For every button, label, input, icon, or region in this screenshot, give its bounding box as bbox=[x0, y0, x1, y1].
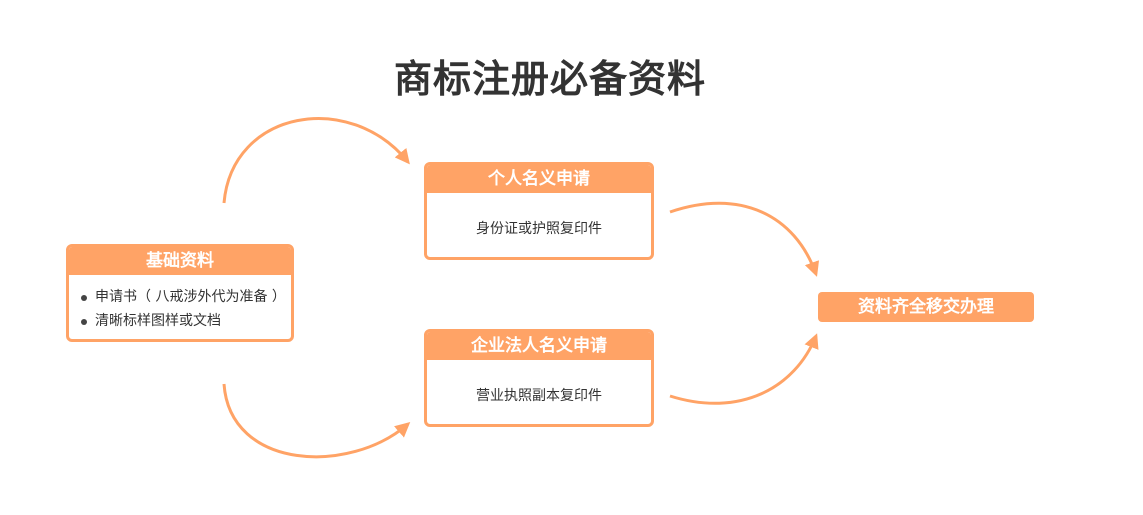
arrow-basic-to-corporate bbox=[222, 383, 411, 459]
final-handover-box: 资料齐全移交办理 bbox=[818, 292, 1034, 322]
personal-application-header: 个人名义申请 bbox=[427, 165, 651, 193]
corporate-application-header: 企业法人名义申请 bbox=[427, 332, 651, 360]
basic-materials-header: 基础资料 bbox=[69, 247, 291, 275]
basic-materials-body: 申请书（ 八戒涉外代为准备 ） 清晰标样图样或文档 bbox=[69, 275, 291, 333]
list-item: 申请书（ 八戒涉外代为准备 ） bbox=[81, 285, 291, 309]
diagram-title: 商标注册必备资料 bbox=[393, 57, 706, 101]
personal-application-body: 身份证或护照复印件 bbox=[476, 221, 602, 237]
corporate-application-card: 企业法人名义申请 营业执照副本复印件 bbox=[424, 329, 654, 427]
basic-materials-list: 申请书（ 八戒涉外代为准备 ） 清晰标样图样或文档 bbox=[81, 285, 291, 333]
arrow-personal-to-final bbox=[669, 201, 820, 277]
corporate-application-body: 营业执照副本复印件 bbox=[476, 388, 602, 404]
personal-application-card: 个人名义申请 身份证或护照复印件 bbox=[424, 162, 654, 260]
arrow-corporate-to-final bbox=[669, 333, 819, 405]
arrow-basic-to-personal bbox=[222, 117, 410, 204]
basic-materials-card: 基础资料 申请书（ 八戒涉外代为准备 ） 清晰标样图样或文档 bbox=[66, 244, 294, 342]
list-item: 清晰标样图样或文档 bbox=[81, 309, 291, 333]
